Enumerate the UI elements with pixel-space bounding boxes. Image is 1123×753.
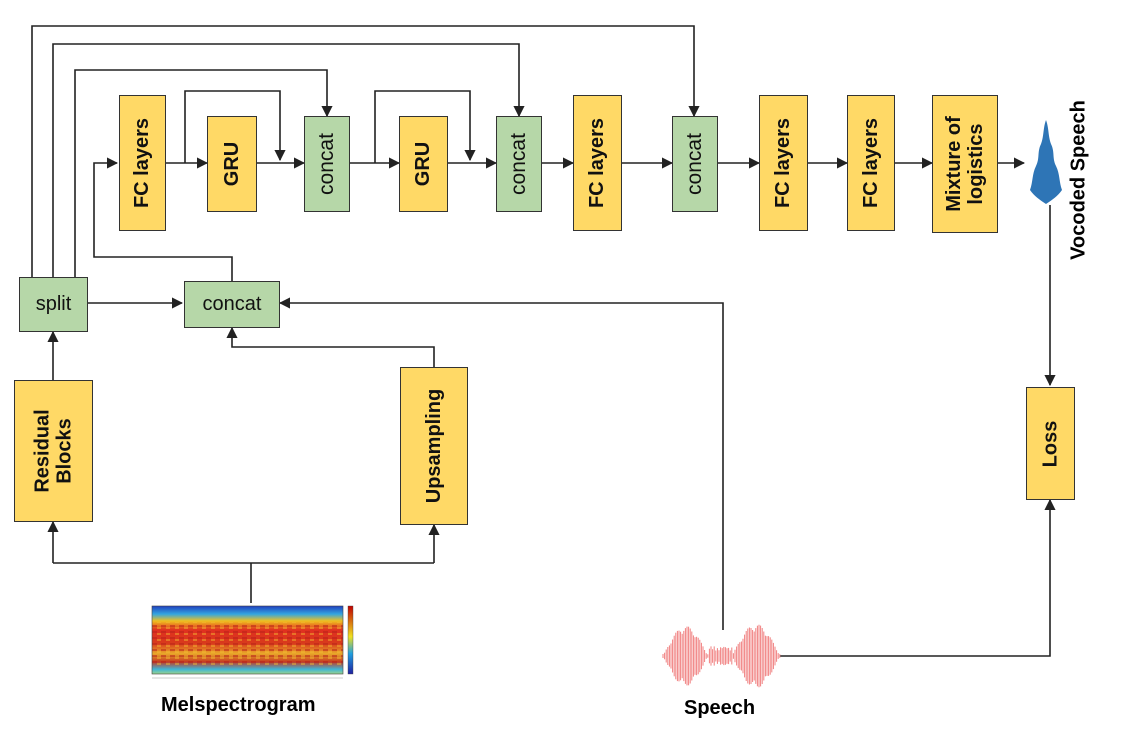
gru-block-1: GRU	[207, 116, 257, 212]
speech-waveform-image	[662, 624, 781, 688]
melspectrogram-caption: Melspectrogram	[161, 694, 316, 716]
concat-label-2: concat	[507, 133, 530, 195]
upsampling-label: Upsampling	[423, 388, 446, 504]
fc-layers-label-2: FC layers	[586, 117, 609, 209]
gru-block-2: GRU	[399, 116, 448, 212]
loss-label: Loss	[1039, 420, 1062, 467]
concat-label-1: concat	[315, 133, 338, 195]
loss-block: Loss	[1026, 387, 1075, 500]
vocoded-speech-caption: Vocoded Speech	[1067, 100, 1090, 260]
speech-caption: Speech	[684, 697, 756, 719]
vocoded-speech-waveform-image	[1030, 120, 1062, 204]
melspectrogram-image	[151, 605, 354, 679]
residual-blocks-block: Residual Blocks	[14, 380, 93, 522]
input-concat-label: concat	[202, 293, 262, 315]
fc-layers-block-4: FC layers	[847, 95, 895, 231]
concat-label-3: concat	[683, 133, 706, 195]
fc-layers-label-3: FC layers	[772, 117, 795, 209]
split-block: split	[19, 277, 88, 332]
fc-layers-label-1: FC layers	[131, 117, 154, 209]
fc-layers-block-3: FC layers	[759, 95, 808, 231]
residual-blocks-label: Residual Blocks	[31, 409, 76, 493]
mixture-of-logistics-block: Mixture of logistics	[932, 95, 998, 233]
gru-label-2: GRU	[412, 141, 435, 187]
fc-layers-block-2: FC layers	[573, 95, 622, 231]
upsampling-block: Upsampling	[400, 367, 468, 525]
fc-layers-block-1: FC layers	[119, 95, 166, 231]
concat-block-1: concat	[304, 116, 350, 212]
mixture-of-logistics-label: Mixture of logistics	[943, 116, 987, 212]
concat-block-3: concat	[672, 116, 718, 212]
split-label: split	[35, 293, 72, 315]
fc-layers-label-4: FC layers	[860, 117, 882, 209]
input-concat-block: concat	[184, 281, 280, 328]
concat-block-2: concat	[496, 116, 542, 212]
gru-label-1: GRU	[220, 141, 243, 187]
